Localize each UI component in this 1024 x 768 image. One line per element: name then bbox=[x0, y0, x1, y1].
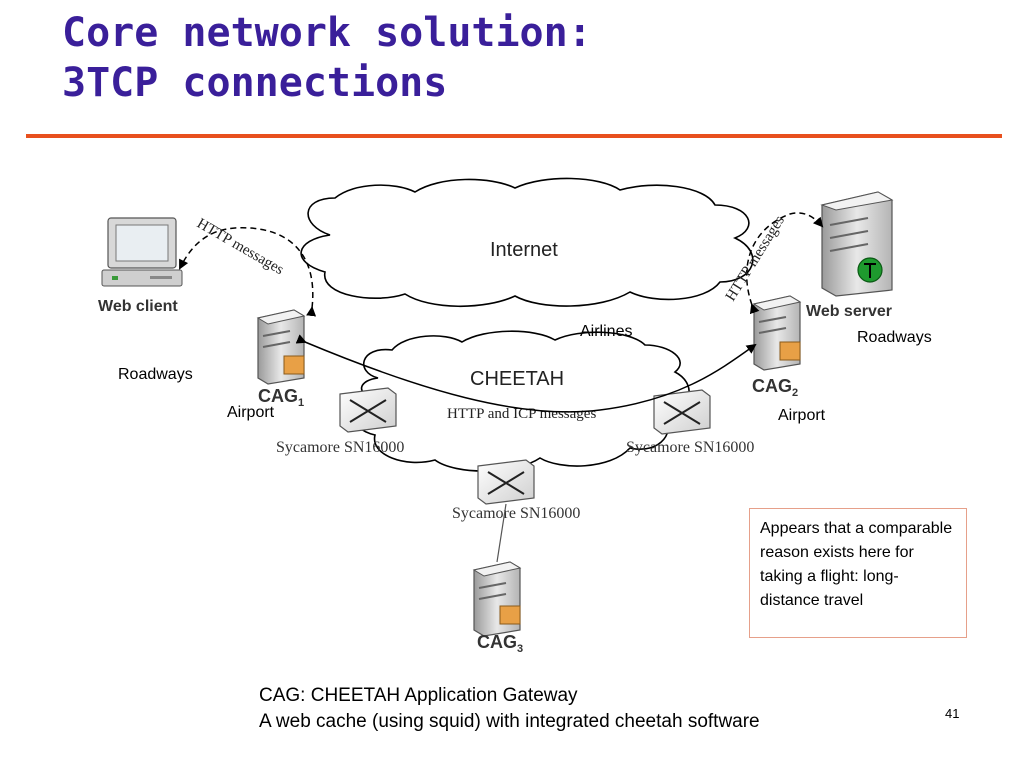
cag1-server-icon bbox=[256, 309, 306, 385]
internet-label: Internet bbox=[490, 239, 558, 261]
switch-right-label: Sycamore SN16000 bbox=[626, 439, 754, 456]
cag3-label-subscript: 3 bbox=[517, 643, 523, 655]
cag1-label-subscript: 1 bbox=[298, 397, 304, 409]
cag3-label: CAG3 bbox=[477, 632, 523, 655]
cag2-label-text: CAG bbox=[752, 376, 792, 396]
slide-title-line-1: Core network solution: bbox=[62, 10, 592, 56]
cag2-label-subscript: 2 bbox=[792, 387, 798, 399]
note-box: Appears that a comparable reason exists … bbox=[749, 508, 967, 638]
cag3-label-text: CAG bbox=[477, 632, 517, 652]
switch-bottom-icon bbox=[477, 459, 535, 505]
cag1-label-text: CAG bbox=[258, 386, 298, 406]
title-divider bbox=[26, 134, 1002, 138]
http-icp-messages-label: HTTP and ICP messages bbox=[447, 406, 596, 422]
caption: CAG: CHEETAH Application Gateway A web c… bbox=[259, 683, 760, 735]
link-http-right bbox=[745, 212, 824, 315]
airlines-label: Airlines bbox=[580, 323, 633, 340]
page-number: 41 bbox=[945, 706, 960, 721]
caption-line-2: A web cache (using squid) with integrate… bbox=[259, 711, 760, 732]
slide-title-line-2: 3TCP connections bbox=[62, 60, 448, 106]
airport-right-label: Airport bbox=[778, 407, 826, 424]
airport-left-label: Airport bbox=[227, 404, 275, 421]
slide-title: Core network solution: 3TCP connections bbox=[62, 8, 592, 108]
web-client-label: Web client bbox=[98, 298, 178, 315]
switch-bottom-label: Sycamore SN16000 bbox=[452, 505, 580, 522]
internet-cloud bbox=[300, 177, 754, 308]
cag2-label: CAG2 bbox=[752, 376, 798, 399]
switch-left-icon bbox=[339, 387, 397, 433]
cag3-server-icon bbox=[472, 561, 522, 637]
cheetah-label: CHEETAH bbox=[470, 368, 564, 390]
cag2-server-icon bbox=[752, 295, 802, 371]
switch-left-label: Sycamore SN16000 bbox=[276, 439, 404, 456]
roadways-left-label: Roadways bbox=[118, 366, 193, 383]
link-http-left bbox=[179, 227, 317, 317]
link-cag1-cag2 bbox=[295, 334, 757, 413]
web-server-icon bbox=[820, 191, 894, 297]
switch-right-icon bbox=[653, 389, 711, 435]
cag1-label: CAG1 bbox=[258, 386, 304, 409]
caption-line-1: CAG: CHEETAH Application Gateway bbox=[259, 685, 578, 706]
http-messages-left-label: HTTP messages bbox=[194, 216, 286, 279]
web-client-computer-icon bbox=[101, 217, 183, 287]
roadways-right-label: Roadways bbox=[857, 329, 932, 346]
link-switch-bottom-cag3 bbox=[496, 503, 507, 563]
web-server-label: Web server bbox=[806, 303, 892, 320]
